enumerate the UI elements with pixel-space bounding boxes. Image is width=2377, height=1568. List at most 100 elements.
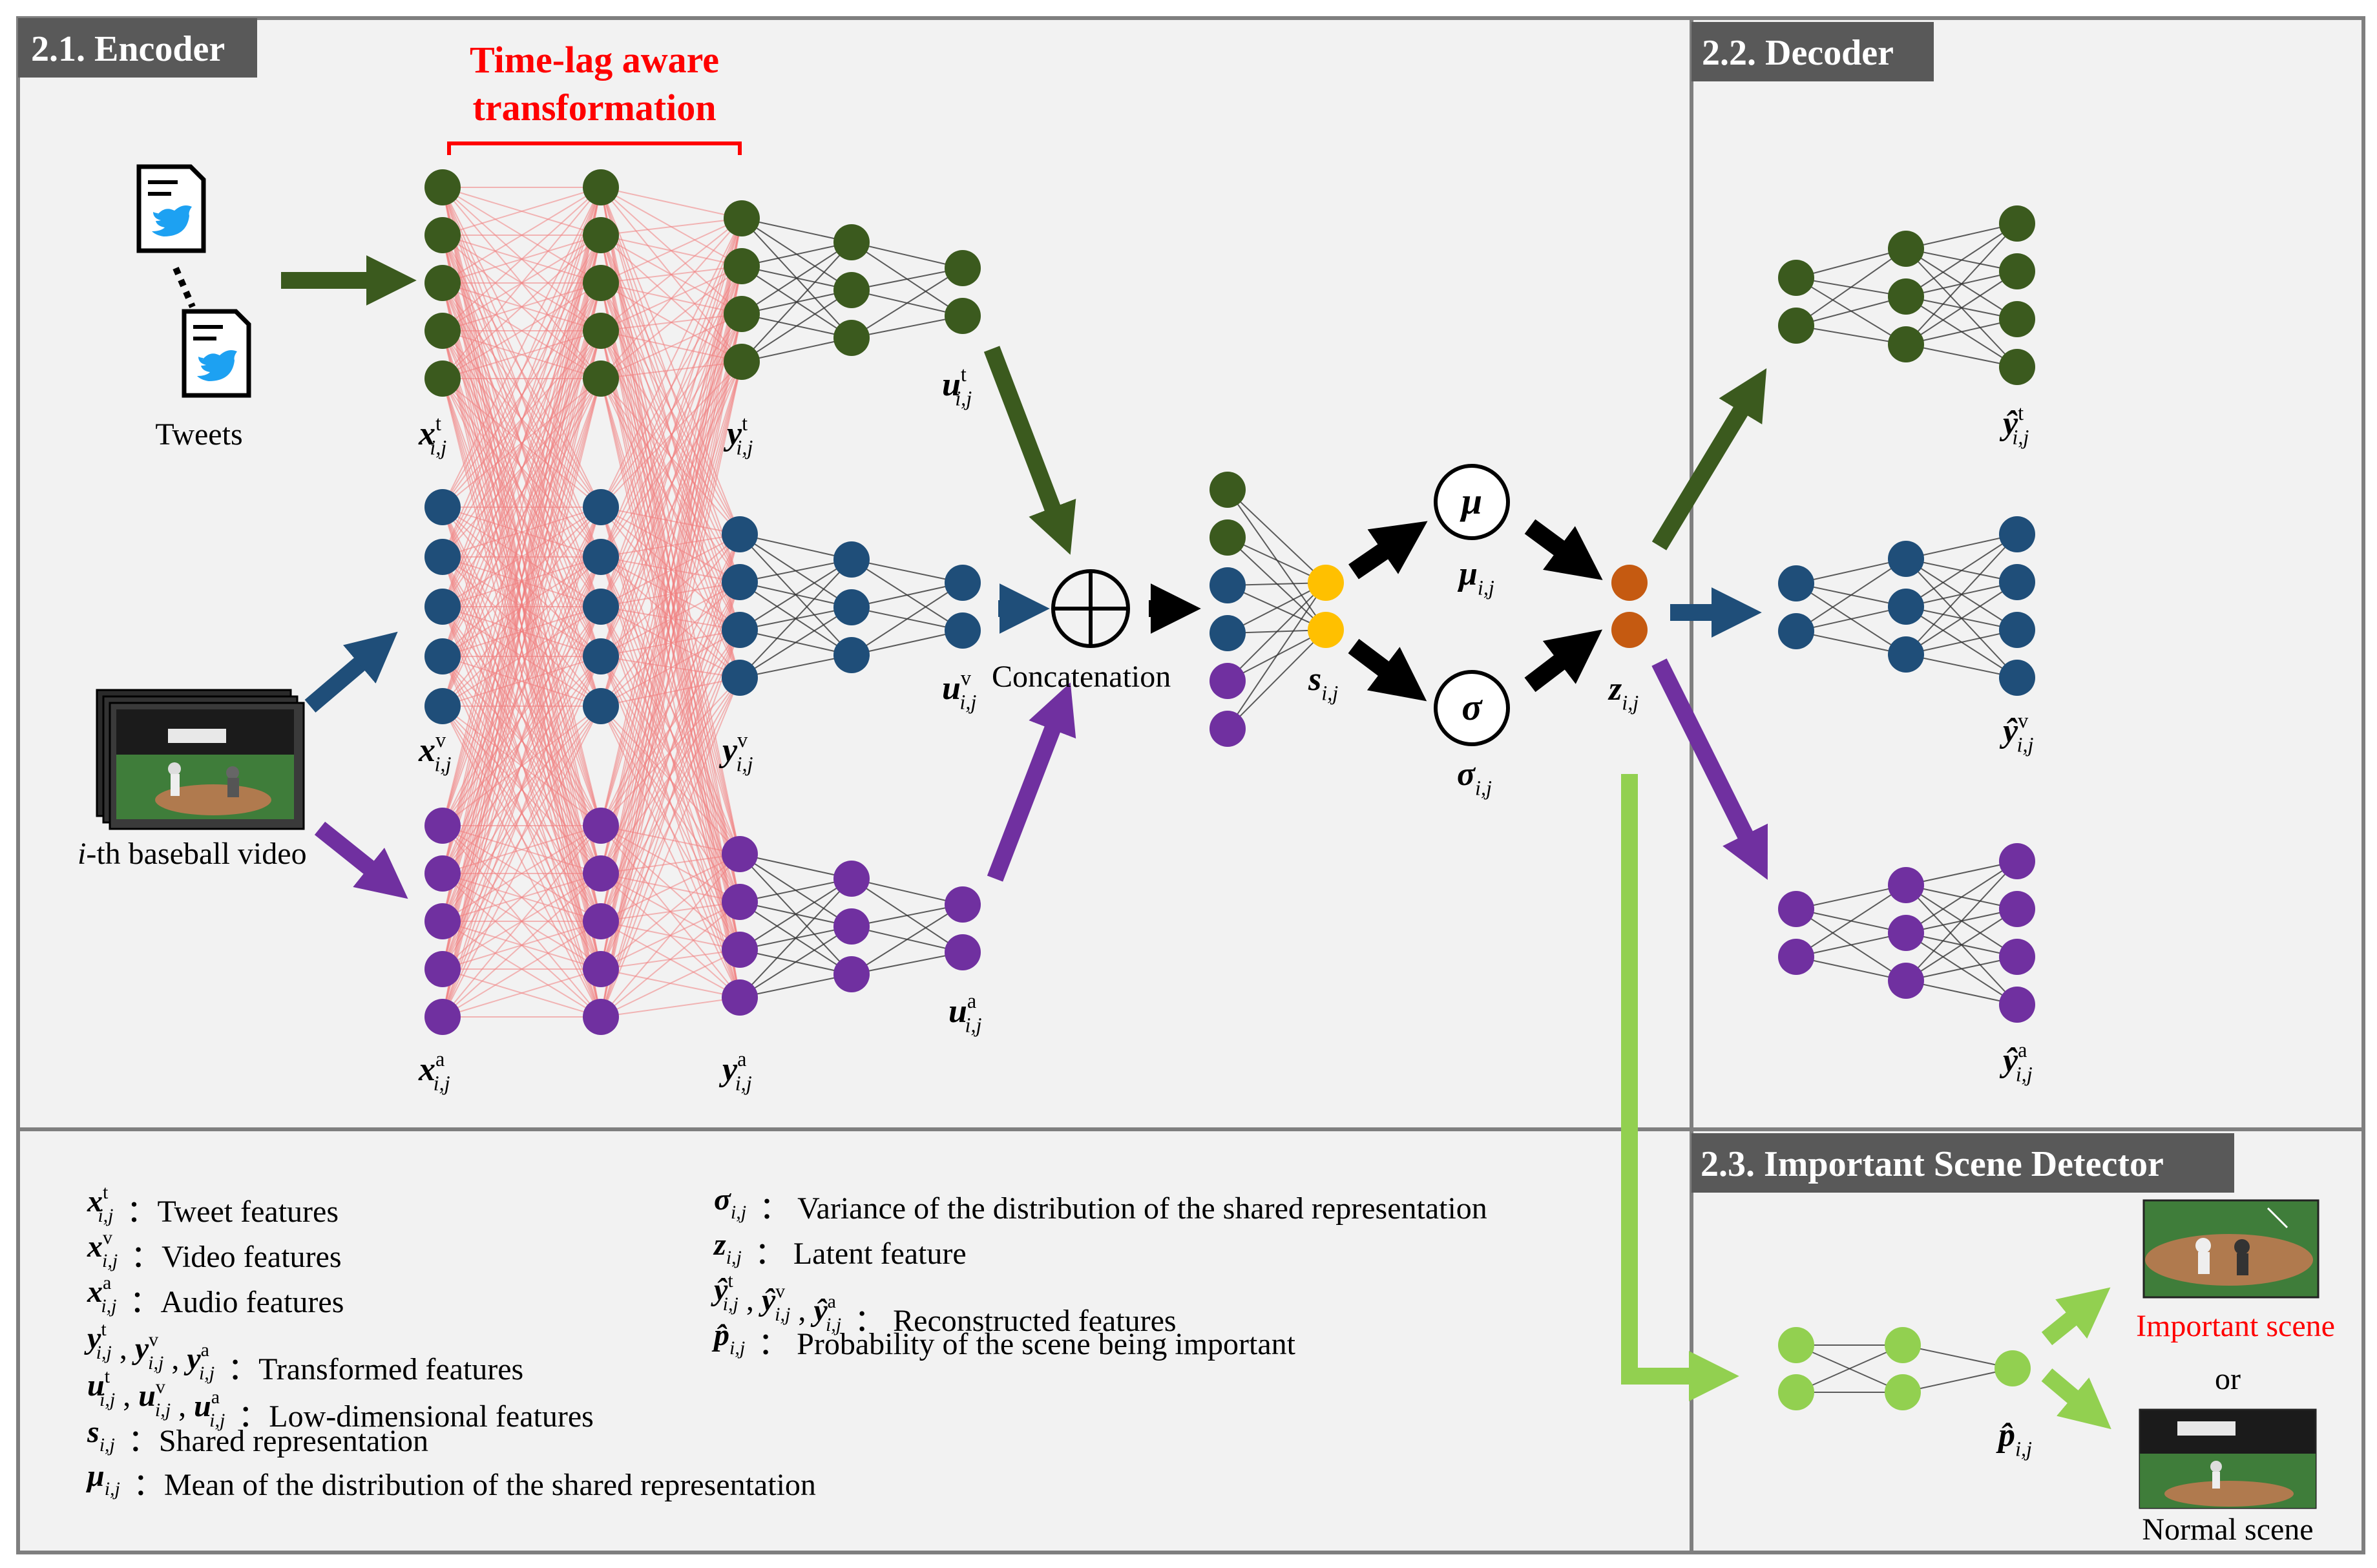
connection [1905,861,2018,886]
encoder-header [18,18,257,78]
legend-item: p̂i,j ： Probability of the scene being i… [711,1318,1296,1361]
connection [600,218,742,874]
connection [442,187,602,1018]
time-lag-label-line1: Time-lag aware [470,39,719,81]
connection [600,606,740,678]
connection [442,968,602,1018]
z-to-detector-arrow [1621,774,1739,1401]
connection [1905,534,2018,559]
encoder-neuron [945,298,981,334]
connection [1905,223,2018,249]
decoder-neuron [1999,301,2035,337]
connection [1796,248,1907,326]
connection [600,218,742,558]
detector-neuron [1995,1350,2031,1386]
latent-neuron [1611,612,1648,648]
connection [600,706,740,903]
connection [442,825,602,970]
connection [600,378,740,903]
connection [442,606,602,1018]
input-neuron [424,589,461,625]
detector-header [1691,1133,2234,1193]
connection [442,825,602,874]
decoder-neuron [1999,612,2035,648]
transform-neuron [583,489,619,525]
connection [442,556,602,707]
connection [1905,956,2018,981]
connection [851,315,963,339]
decoder-neuron [1888,541,1924,577]
connection [1796,1344,1903,1393]
encoder-neuron [833,541,870,578]
connection [1227,582,1326,729]
connection [600,534,740,1018]
encoder-neuron [945,565,981,601]
connection [600,507,740,678]
connection [1905,654,2018,678]
detector-neuron [1885,1374,1921,1410]
connection [600,218,742,1018]
decoder-neuron [1778,565,1814,601]
connection [600,378,740,583]
connection [442,282,602,707]
connection [442,873,602,1018]
decoder-neuron [1999,843,2035,879]
s-to-mu-arrow [1348,521,1428,580]
connection [741,289,852,362]
z-to-audio-decoder-arrow [1651,658,1768,880]
connection [600,534,740,874]
tweet-document-icon [136,164,206,253]
connection [739,534,852,560]
connection [1905,908,2018,981]
input-neuron [424,489,461,525]
concatenation-label: Concatenation [992,660,1171,694]
connection [600,218,742,970]
connection [442,330,602,1018]
connection [442,187,602,707]
connection [442,235,602,707]
connection [1796,631,1907,655]
encoder-neuron [722,564,758,600]
concat-neuron [1209,663,1246,699]
connection [442,187,602,236]
time-lag-bracket [447,141,742,155]
legend-item: zi,j ： Latent feature [713,1228,967,1271]
encoder-neuron [724,344,760,380]
connection [741,242,852,315]
connection [1796,296,1907,326]
connection [1796,956,1907,981]
input-neuron [424,688,461,724]
transform-neuron [583,808,619,844]
connection [442,378,602,707]
connection [442,187,602,922]
shared-neuron [1308,612,1344,648]
video-input-arrow [304,631,398,713]
connection [600,507,740,535]
encoder-neuron [833,320,870,356]
tweet-document-icon [182,309,251,398]
decoder-neuron [1999,205,2035,242]
mlp-connections [739,218,2018,1393]
connection [1227,582,1326,682]
encoder-neuron [722,612,758,648]
connection [851,267,963,339]
encoder-neuron [945,934,981,970]
mu-to-z-arrow [1524,519,1603,580]
decoder-neuron [1999,660,2035,696]
connection [739,559,852,583]
concatenation-symbol [1051,569,1130,648]
encoder-neuron [833,589,870,625]
audio-input-arrow [314,821,408,899]
